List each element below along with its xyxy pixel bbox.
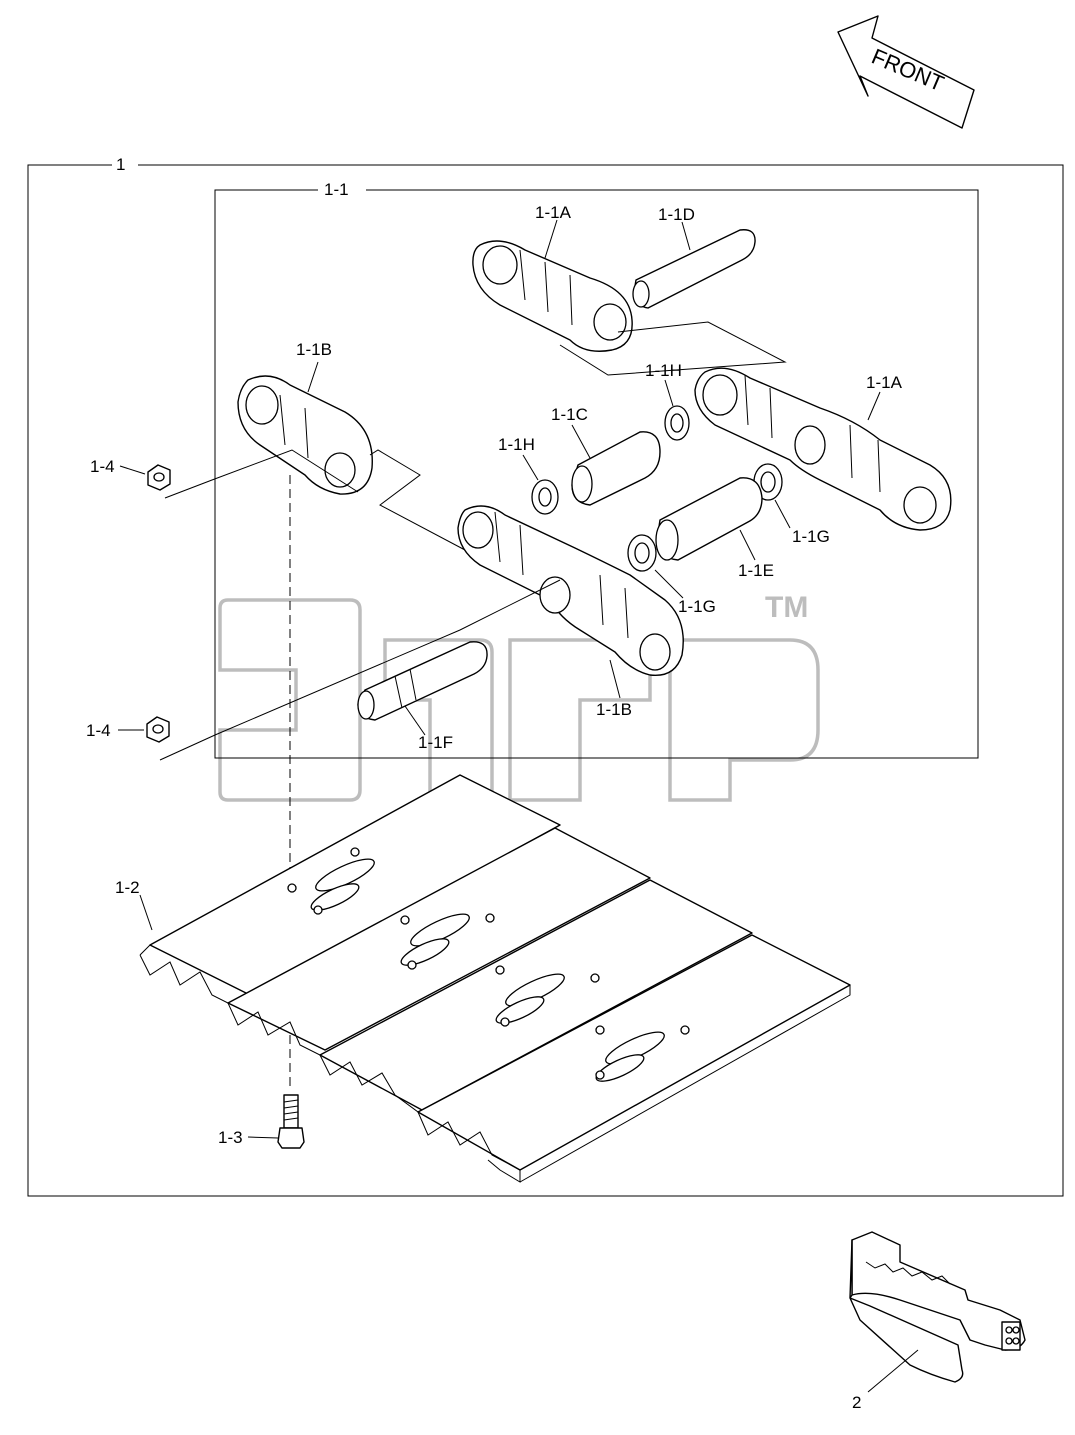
callout-link-1-1a-right: 1-1A	[866, 373, 903, 392]
callout-sub-1-1: 1-1	[324, 180, 349, 199]
callout-pin-1-1f: 1-1F	[418, 733, 453, 752]
pin-1-1f	[357, 641, 488, 721]
callout-bolt-1-3: 1-3	[218, 1128, 243, 1147]
track-shoe-1-2	[139, 774, 851, 1183]
callout-link-1-1b-left: 1-1B	[296, 340, 332, 359]
callout-link-1-1a-top: 1-1A	[535, 203, 572, 222]
callout-seal-1-1h-lower: 1-1H	[498, 435, 535, 454]
assembly-1-frame	[27, 164, 1064, 1197]
link-1-1a-right	[694, 367, 952, 531]
link-1-1b-left	[237, 375, 373, 495]
callout-bushing-1-1c: 1-1C	[551, 405, 588, 424]
callout-assy-1: 1	[116, 155, 125, 174]
link-1-1a-top	[472, 240, 633, 352]
watermark-logo: TM	[218, 591, 820, 802]
callout-pin-1-1d: 1-1D	[658, 205, 695, 224]
bushing-1-1e	[655, 477, 763, 561]
pin-1-1d	[632, 229, 756, 309]
callout-bushing-1-1e: 1-1E	[738, 561, 774, 580]
callout-seal-1-1h-upper: 1-1H	[645, 361, 682, 380]
front-arrow-icon: FRONT	[837, 15, 975, 129]
seal-1-1g-lower	[627, 534, 657, 572]
callout-guard-2: 2	[852, 1393, 861, 1412]
nut-1-4-lower	[146, 716, 170, 743]
seal-1-1h-lower	[531, 479, 559, 515]
subassembly-1-1-frame	[214, 189, 979, 759]
guard-2	[849, 1231, 1026, 1383]
shoe-bolt-1-3	[277, 1094, 305, 1149]
callout-shoe-1-2: 1-2	[115, 878, 140, 897]
callout-nut-1-4-upper: 1-4	[90, 457, 115, 476]
callout-seal-1-1g-lower: 1-1G	[678, 597, 716, 616]
callout-seal-1-1g-right: 1-1G	[792, 527, 830, 546]
watermark-tm: TM	[765, 591, 808, 624]
callout-link-1-1b-lower: 1-1B	[596, 700, 632, 719]
seal-1-1h-upper	[664, 405, 690, 441]
nut-1-4-upper	[147, 464, 171, 491]
bushing-1-1c	[571, 431, 661, 506]
callout-nut-1-4-lower: 1-4	[86, 721, 111, 740]
